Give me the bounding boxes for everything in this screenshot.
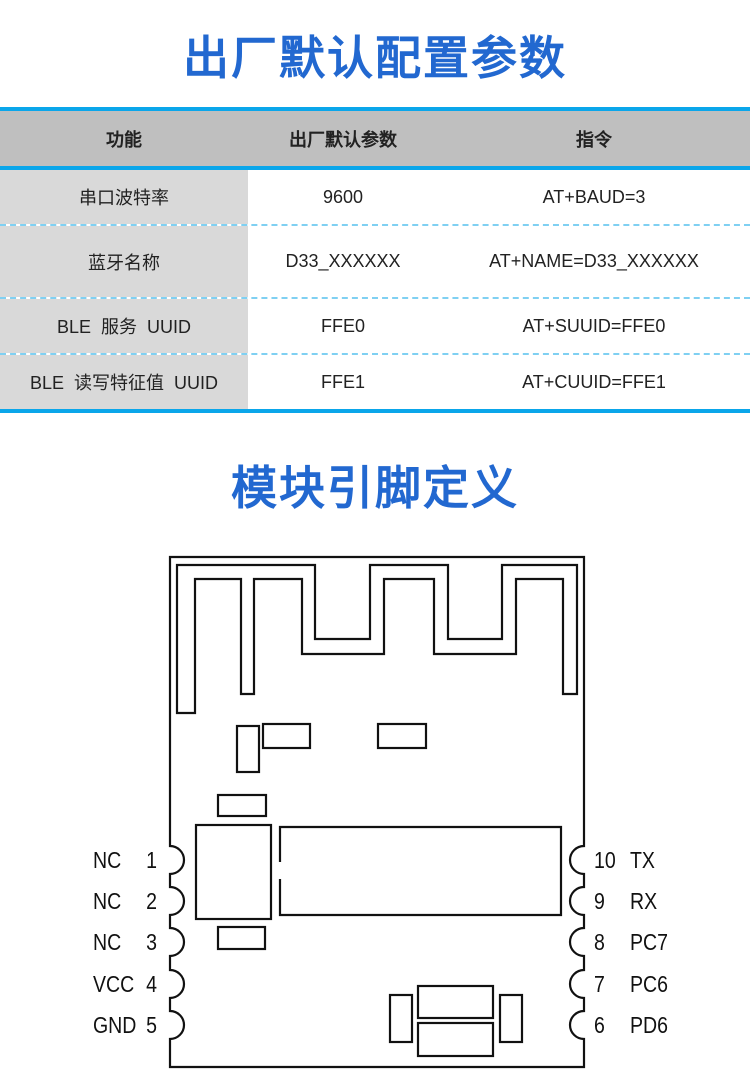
component (376, 722, 428, 750)
pin-name: GND (93, 1013, 136, 1039)
pin-name: PC6 (630, 972, 668, 998)
cell-default: D33_XXXXXX (285, 251, 401, 271)
pin-name: PC7 (630, 930, 668, 956)
pin-name: VCC (93, 972, 134, 998)
table-row: 串口波特率 9600 AT+BAUD=3 (0, 170, 750, 224)
cell-function: BLE 服务 UUID (0, 299, 248, 353)
config-section-title: 出厂默认配置参数 (183, 31, 567, 85)
header-default: 出厂默认参数 (289, 129, 397, 150)
table-row: BLE 读写特征值 UUID FFE1 AT+CUUID=FFE1 (0, 355, 750, 409)
component (261, 722, 312, 750)
pin-name: NC (93, 889, 121, 915)
cell-function: 蓝牙名称 (0, 226, 248, 297)
cell-function: BLE 读写特征值 UUID (0, 355, 248, 409)
row-divider (0, 297, 750, 299)
antenna-trace (175, 563, 579, 715)
table-row: BLE 服务 UUID FFE0 AT+SUUID=FFE0 (0, 299, 750, 353)
pin-number: 2 (146, 889, 157, 915)
pin-number: 1 (146, 848, 157, 874)
board-outline (168, 555, 586, 1069)
cell-default: FFE0 (320, 315, 365, 336)
pin-number: 7 (594, 972, 605, 998)
default-config-table: 功能 出厂默认参数 指令 串口波特率 9600 AT+BAUD=3 蓝牙名称 D… (0, 107, 750, 413)
component (388, 993, 414, 1044)
table-bottom-rule (0, 409, 750, 413)
pin-number: 4 (146, 972, 157, 998)
pin-number: 6 (594, 1013, 605, 1039)
cell-default: FFE1 (320, 371, 365, 392)
pin-name: TX (630, 848, 655, 874)
component (498, 993, 524, 1044)
pinout-section-title: 模块引脚定义 (231, 461, 519, 515)
crystal (416, 984, 495, 1020)
row-divider (0, 224, 750, 226)
table-top-rule (0, 107, 750, 111)
table-header-row: 功能 出厂默认参数 指令 (0, 111, 750, 166)
cell-function: 串口波特率 (0, 170, 248, 224)
chip (194, 823, 273, 921)
pin-number: 10 (594, 848, 616, 874)
pin-name: NC (93, 848, 121, 874)
component (216, 793, 268, 818)
pin-number: 5 (146, 1013, 157, 1039)
pin-number: 3 (146, 930, 157, 956)
header-function: 功能 (106, 129, 142, 150)
pin-name: RX (630, 889, 657, 915)
table-row: 蓝牙名称 D33_XXXXXX AT+NAME=D33_XXXXXX (0, 226, 750, 297)
pin-number: 9 (594, 889, 605, 915)
long-component (278, 825, 563, 917)
cell-default: 9600 (322, 186, 364, 207)
cell-command: AT+NAME=D33_XXXXXX (489, 251, 699, 271)
pin-name: PD6 (630, 1013, 668, 1039)
pin-number: 8 (594, 930, 605, 956)
crystal (416, 1021, 495, 1058)
table-header-rule (0, 166, 750, 170)
row-divider (0, 353, 750, 355)
cell-command: AT+CUUID=FFE1 (522, 371, 666, 392)
component (216, 925, 267, 951)
cell-command: AT+SUUID=FFE0 (522, 315, 666, 336)
pin-name: NC (93, 930, 121, 956)
header-command: 指令 (576, 129, 612, 150)
component (235, 724, 261, 774)
cell-command: AT+BAUD=3 (542, 186, 646, 207)
